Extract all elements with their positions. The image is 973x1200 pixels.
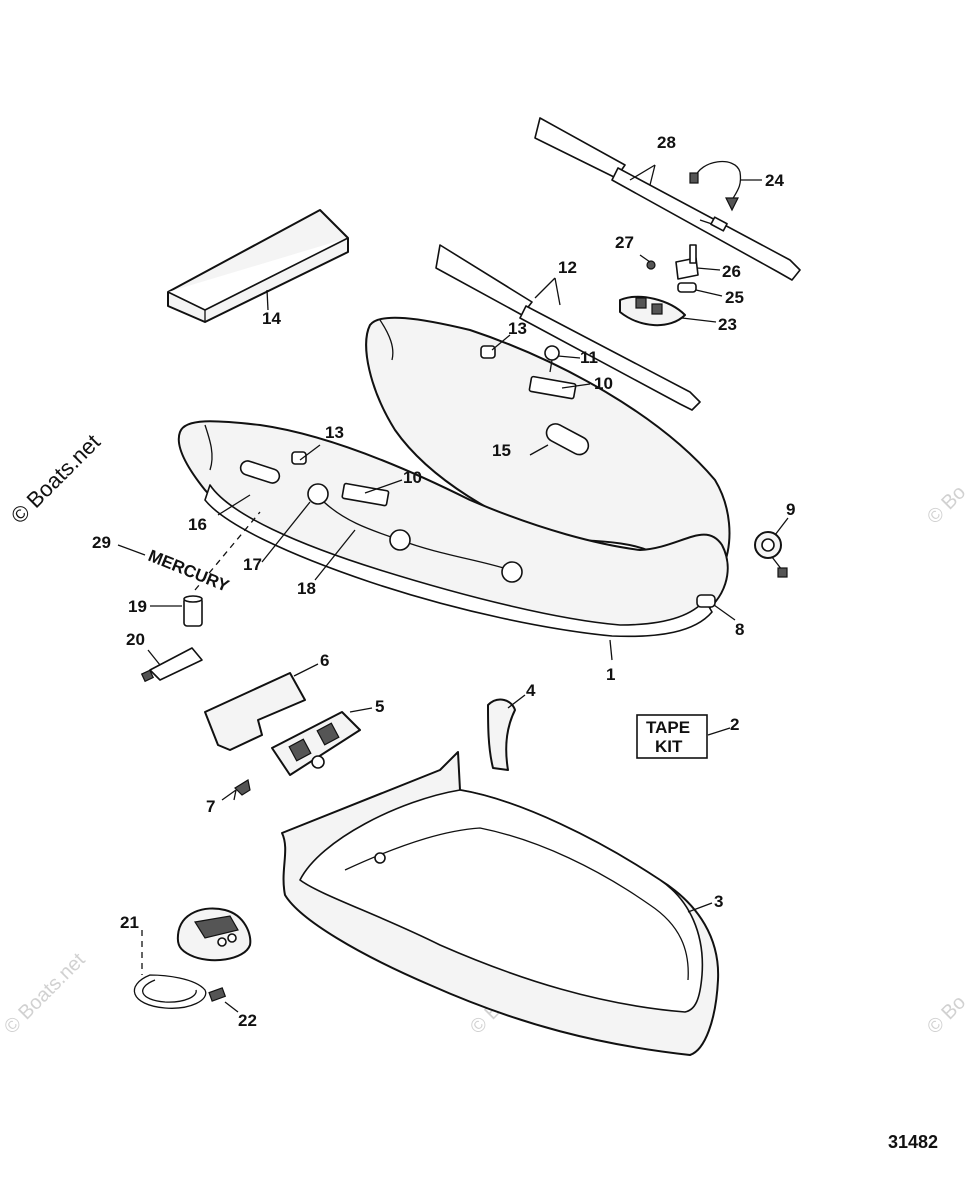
callout-16: 16 bbox=[188, 515, 207, 534]
callout-29: 29 bbox=[92, 533, 111, 552]
transom-plate bbox=[204, 672, 306, 751]
boat-hull bbox=[177, 316, 731, 638]
callout-6: 6 bbox=[320, 651, 329, 670]
callout-8: 8 bbox=[735, 620, 744, 639]
callout-23: 23 bbox=[718, 315, 737, 334]
callout-7: 7 bbox=[206, 797, 215, 816]
oarlock-bracket bbox=[619, 295, 686, 327]
callout-28: 28 bbox=[657, 133, 676, 152]
callout-27: 27 bbox=[615, 233, 634, 252]
callout-11: 11 bbox=[580, 348, 598, 367]
seat-board bbox=[167, 209, 349, 323]
watermark-right: © Bo bbox=[923, 481, 970, 528]
callout-1: 1 bbox=[606, 665, 615, 684]
callout-25: 25 bbox=[725, 288, 744, 307]
glue-tube bbox=[140, 647, 203, 683]
callout-13-starboard: 13 bbox=[508, 319, 527, 338]
clip bbox=[233, 779, 251, 801]
adhesive-can bbox=[183, 595, 203, 627]
lanyard bbox=[689, 160, 742, 212]
callout-14: 14 bbox=[262, 309, 281, 328]
callout-22: 22 bbox=[238, 1011, 257, 1030]
mercury-decal: MERCURY bbox=[146, 546, 233, 596]
callout-4: 4 bbox=[526, 681, 536, 700]
watermark-left: © Boats.net bbox=[6, 429, 105, 528]
watermark-lower-right: © Bo bbox=[923, 991, 970, 1038]
callout-17: 17 bbox=[243, 555, 262, 574]
transom-plate-2 bbox=[271, 711, 361, 776]
leader-lines bbox=[117, 164, 789, 1013]
callout-26: 26 bbox=[722, 262, 741, 281]
oar-upper bbox=[534, 117, 801, 281]
callout-21: 21 bbox=[120, 913, 139, 932]
tape-kit-line1: TAPE bbox=[646, 718, 690, 737]
floor-liner bbox=[281, 751, 720, 1056]
tape-kit-box: TAPE KIT bbox=[636, 714, 708, 759]
transom-piece bbox=[487, 698, 516, 771]
callout-2: 2 bbox=[730, 715, 739, 734]
callout-10-port: 10 bbox=[403, 468, 422, 487]
foot-pump bbox=[133, 907, 252, 1009]
document-number: 31482 bbox=[888, 1132, 938, 1152]
callout-20: 20 bbox=[126, 630, 145, 649]
oar-lower bbox=[435, 244, 701, 411]
watermark-lower-left: © Boats.net bbox=[0, 949, 90, 1039]
callout-12: 12 bbox=[558, 258, 577, 277]
callout-19: 19 bbox=[128, 597, 147, 616]
tape-kit-line2: KIT bbox=[655, 737, 683, 756]
oarlock-parts bbox=[646, 244, 699, 293]
callout-13-port: 13 bbox=[325, 423, 344, 442]
callout-10-starboard: 10 bbox=[594, 374, 613, 393]
callout-5: 5 bbox=[375, 697, 384, 716]
callout-24: 24 bbox=[765, 171, 784, 190]
valve bbox=[754, 531, 788, 578]
callout-3: 3 bbox=[714, 892, 723, 911]
callout-15: 15 bbox=[492, 441, 511, 460]
callout-18: 18 bbox=[297, 579, 316, 598]
adapter bbox=[208, 987, 227, 1002]
callout-9: 9 bbox=[786, 500, 795, 519]
callout-numbers: 1 2 3 4 5 6 7 8 9 10 10 11 12 13 13 14 1… bbox=[92, 133, 795, 1030]
